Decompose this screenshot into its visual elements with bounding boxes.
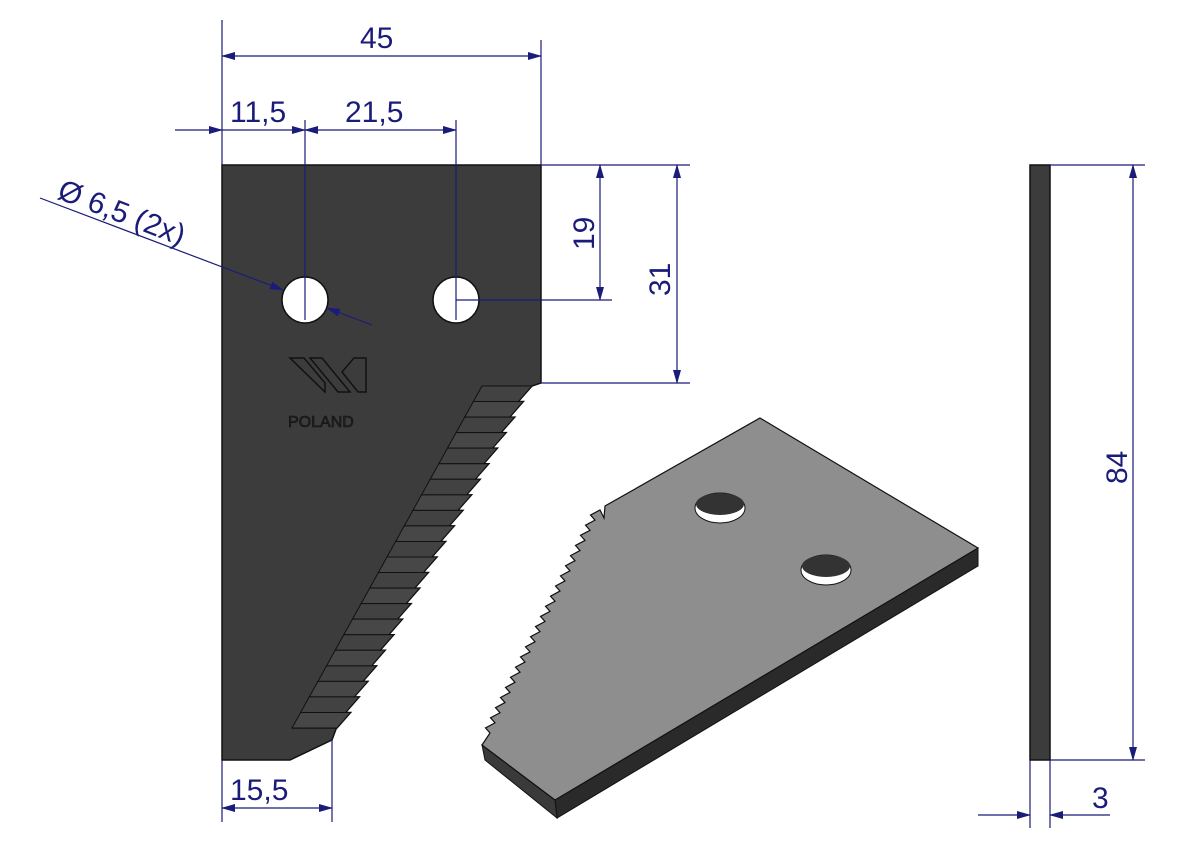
- tooth: [308, 680, 370, 698]
- tooth: [325, 649, 387, 667]
- tooth: [446, 432, 508, 449]
- tooth: [472, 385, 534, 403]
- teeth-front: [291, 385, 534, 729]
- logo-text: POLAND: [288, 414, 354, 431]
- logo-mark-icon: [288, 357, 367, 394]
- tooth: [299, 696, 361, 713]
- tooth: [351, 603, 413, 620]
- tooth: [377, 556, 439, 574]
- dim-thickness: 3: [1092, 782, 1109, 815]
- tooth: [386, 540, 447, 558]
- tooth: [317, 665, 378, 682]
- dim-overall-height: 84: [1101, 451, 1134, 484]
- tooth: [429, 463, 490, 480]
- front-view: POLAND: [221, 164, 542, 761]
- tooth: [403, 509, 465, 527]
- tooth: [394, 525, 456, 542]
- dim-hole1-offset: 11,5: [230, 96, 286, 129]
- blade-front: [221, 164, 542, 761]
- tooth: [368, 572, 430, 589]
- dim-hole-depth: 19: [568, 217, 601, 250]
- tooth: [334, 634, 395, 651]
- tooth: [420, 478, 482, 496]
- dim-overall-width: 45: [360, 22, 393, 55]
- dim-bottom-width: 15,5: [230, 774, 288, 807]
- tooth: [342, 618, 404, 636]
- isometric-view: [481, 417, 980, 820]
- tooth: [455, 416, 516, 434]
- dimension-lines: [39, 20, 1145, 828]
- tooth: [463, 401, 525, 418]
- dim-hole-spacing: 21,5: [345, 96, 403, 129]
- dim-straight-edge: 31: [644, 263, 677, 296]
- tooth: [437, 447, 499, 465]
- blade-side: [1029, 164, 1051, 761]
- tooth: [360, 587, 421, 605]
- tooth: [412, 494, 473, 511]
- blade-iso: [481, 417, 980, 801]
- dim-hole-diameter: Ø 6,5 (2x): [53, 174, 189, 253]
- tooth: [291, 711, 352, 729]
